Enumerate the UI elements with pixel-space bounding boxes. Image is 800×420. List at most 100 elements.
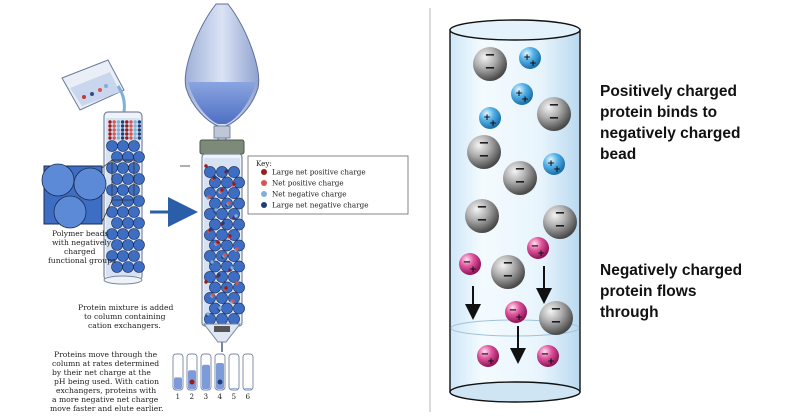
key-item-label: Net negative charge	[272, 190, 347, 199]
polymer-bead	[228, 187, 240, 199]
charge-sign: −	[509, 305, 517, 316]
polymer-bead	[216, 292, 228, 304]
negative-protein	[527, 237, 549, 259]
protein-dot	[227, 201, 231, 205]
protein-dot	[224, 286, 228, 290]
protein-dot	[218, 306, 222, 310]
polymer-bead	[233, 302, 245, 315]
polymer-bead	[233, 281, 245, 294]
protein-dot	[223, 253, 227, 257]
protein-dot	[231, 299, 235, 303]
elution-label: Proteins move through the column at rate…	[50, 350, 163, 413]
key-swatch	[261, 202, 267, 208]
polymer-bead	[133, 217, 145, 229]
tube-number: 1	[176, 392, 181, 401]
polymer-bead	[221, 176, 233, 189]
protein-dot	[207, 195, 211, 199]
charge-sign: −	[463, 257, 471, 268]
charge-sign: +	[529, 59, 537, 69]
tube-number: 2	[190, 392, 195, 401]
charge-sign: −	[531, 241, 539, 252]
negative-bead	[543, 205, 577, 239]
polymer-bead	[204, 208, 216, 220]
charge-sign: +	[515, 313, 523, 323]
charge-sign: +	[537, 249, 545, 259]
right-panel: −−++−−++++−−−−++−−−−−+−+−−−+−−−+−+ Posit…	[449, 19, 746, 403]
particles: −−++−−++++−−−−++−−−−−+−+−−−+−−−+−+	[459, 47, 577, 367]
charge-sign: +	[469, 265, 477, 275]
charge-sign: −	[503, 256, 514, 271]
polymer-bead	[133, 239, 145, 251]
polymer-bead	[122, 195, 134, 207]
protein-dot	[120, 128, 125, 132]
protein-dot	[235, 247, 239, 251]
polymer-bead	[221, 239, 233, 252]
flowthrough-label: Negatively charged protein flows through	[600, 262, 746, 321]
left-panel: Polymer beads with negatively charged fu…	[41, 3, 409, 413]
protein-dot	[210, 260, 214, 264]
protein-dot	[108, 120, 112, 124]
polymer-bead	[128, 140, 140, 152]
charge-sign: −	[549, 111, 560, 126]
polymer-bead	[128, 228, 140, 240]
charge-sign: +	[487, 357, 495, 367]
protein-dot	[220, 188, 224, 192]
protein-dot	[116, 136, 121, 140]
charge-sign: −	[503, 269, 514, 284]
protein-dot	[235, 281, 239, 285]
polymer-bead	[111, 195, 123, 207]
tube-fill	[244, 388, 252, 389]
protein-dot	[112, 136, 116, 140]
charge-sign: −	[551, 315, 562, 330]
protein-dot	[234, 214, 238, 218]
polymer-bead	[228, 229, 240, 241]
charge-sign: −	[481, 349, 489, 360]
negative-bead	[537, 97, 571, 131]
polymer-bead	[111, 151, 123, 163]
charge-sign: −	[477, 213, 488, 228]
polymer-bead	[221, 302, 233, 315]
protein-dot	[133, 120, 137, 124]
charge-sign: +	[483, 113, 491, 123]
polymer-bead	[122, 151, 134, 163]
protein-dot	[112, 132, 116, 136]
protein-dot	[225, 169, 229, 173]
charge-sign: +	[547, 357, 555, 367]
charge-sign: +	[523, 53, 531, 63]
negative-protein	[477, 345, 499, 367]
polymer-bead	[233, 197, 245, 210]
polymer-bead	[122, 239, 134, 251]
negative-bead	[467, 135, 501, 169]
charge-sign: +	[489, 119, 497, 129]
beads-magnified	[41, 159, 135, 229]
polymer-bead	[216, 187, 228, 199]
polymer-bead	[106, 140, 118, 152]
protein-dot	[137, 128, 142, 132]
polymer-bead	[209, 197, 221, 210]
polymer-bead	[133, 173, 145, 185]
protein-dot	[217, 273, 221, 277]
charge-sign: −	[555, 219, 566, 234]
protein-dot	[137, 136, 142, 140]
protein-dot	[129, 136, 133, 140]
charge-sign: −	[485, 48, 496, 63]
polymer-bead	[133, 261, 145, 273]
protein-dot	[116, 120, 121, 124]
protein-dot	[137, 124, 142, 128]
pouring-beaker	[61, 59, 126, 113]
polymer-bead	[233, 218, 245, 231]
charge-sign: −	[515, 162, 526, 177]
negative-bead	[473, 47, 507, 81]
polymer-bead	[117, 206, 129, 218]
negative-protein	[505, 301, 527, 323]
polymer-bead	[233, 260, 245, 273]
key-swatch	[261, 180, 267, 186]
polymer-bead	[117, 228, 129, 240]
negative-bead	[503, 161, 537, 195]
protein-dot	[120, 124, 125, 128]
polymer-bead	[111, 217, 123, 229]
protein-dot	[129, 128, 133, 132]
polymer-bead	[133, 195, 145, 207]
positive-protein	[511, 83, 533, 105]
polymer-bead	[111, 173, 123, 185]
